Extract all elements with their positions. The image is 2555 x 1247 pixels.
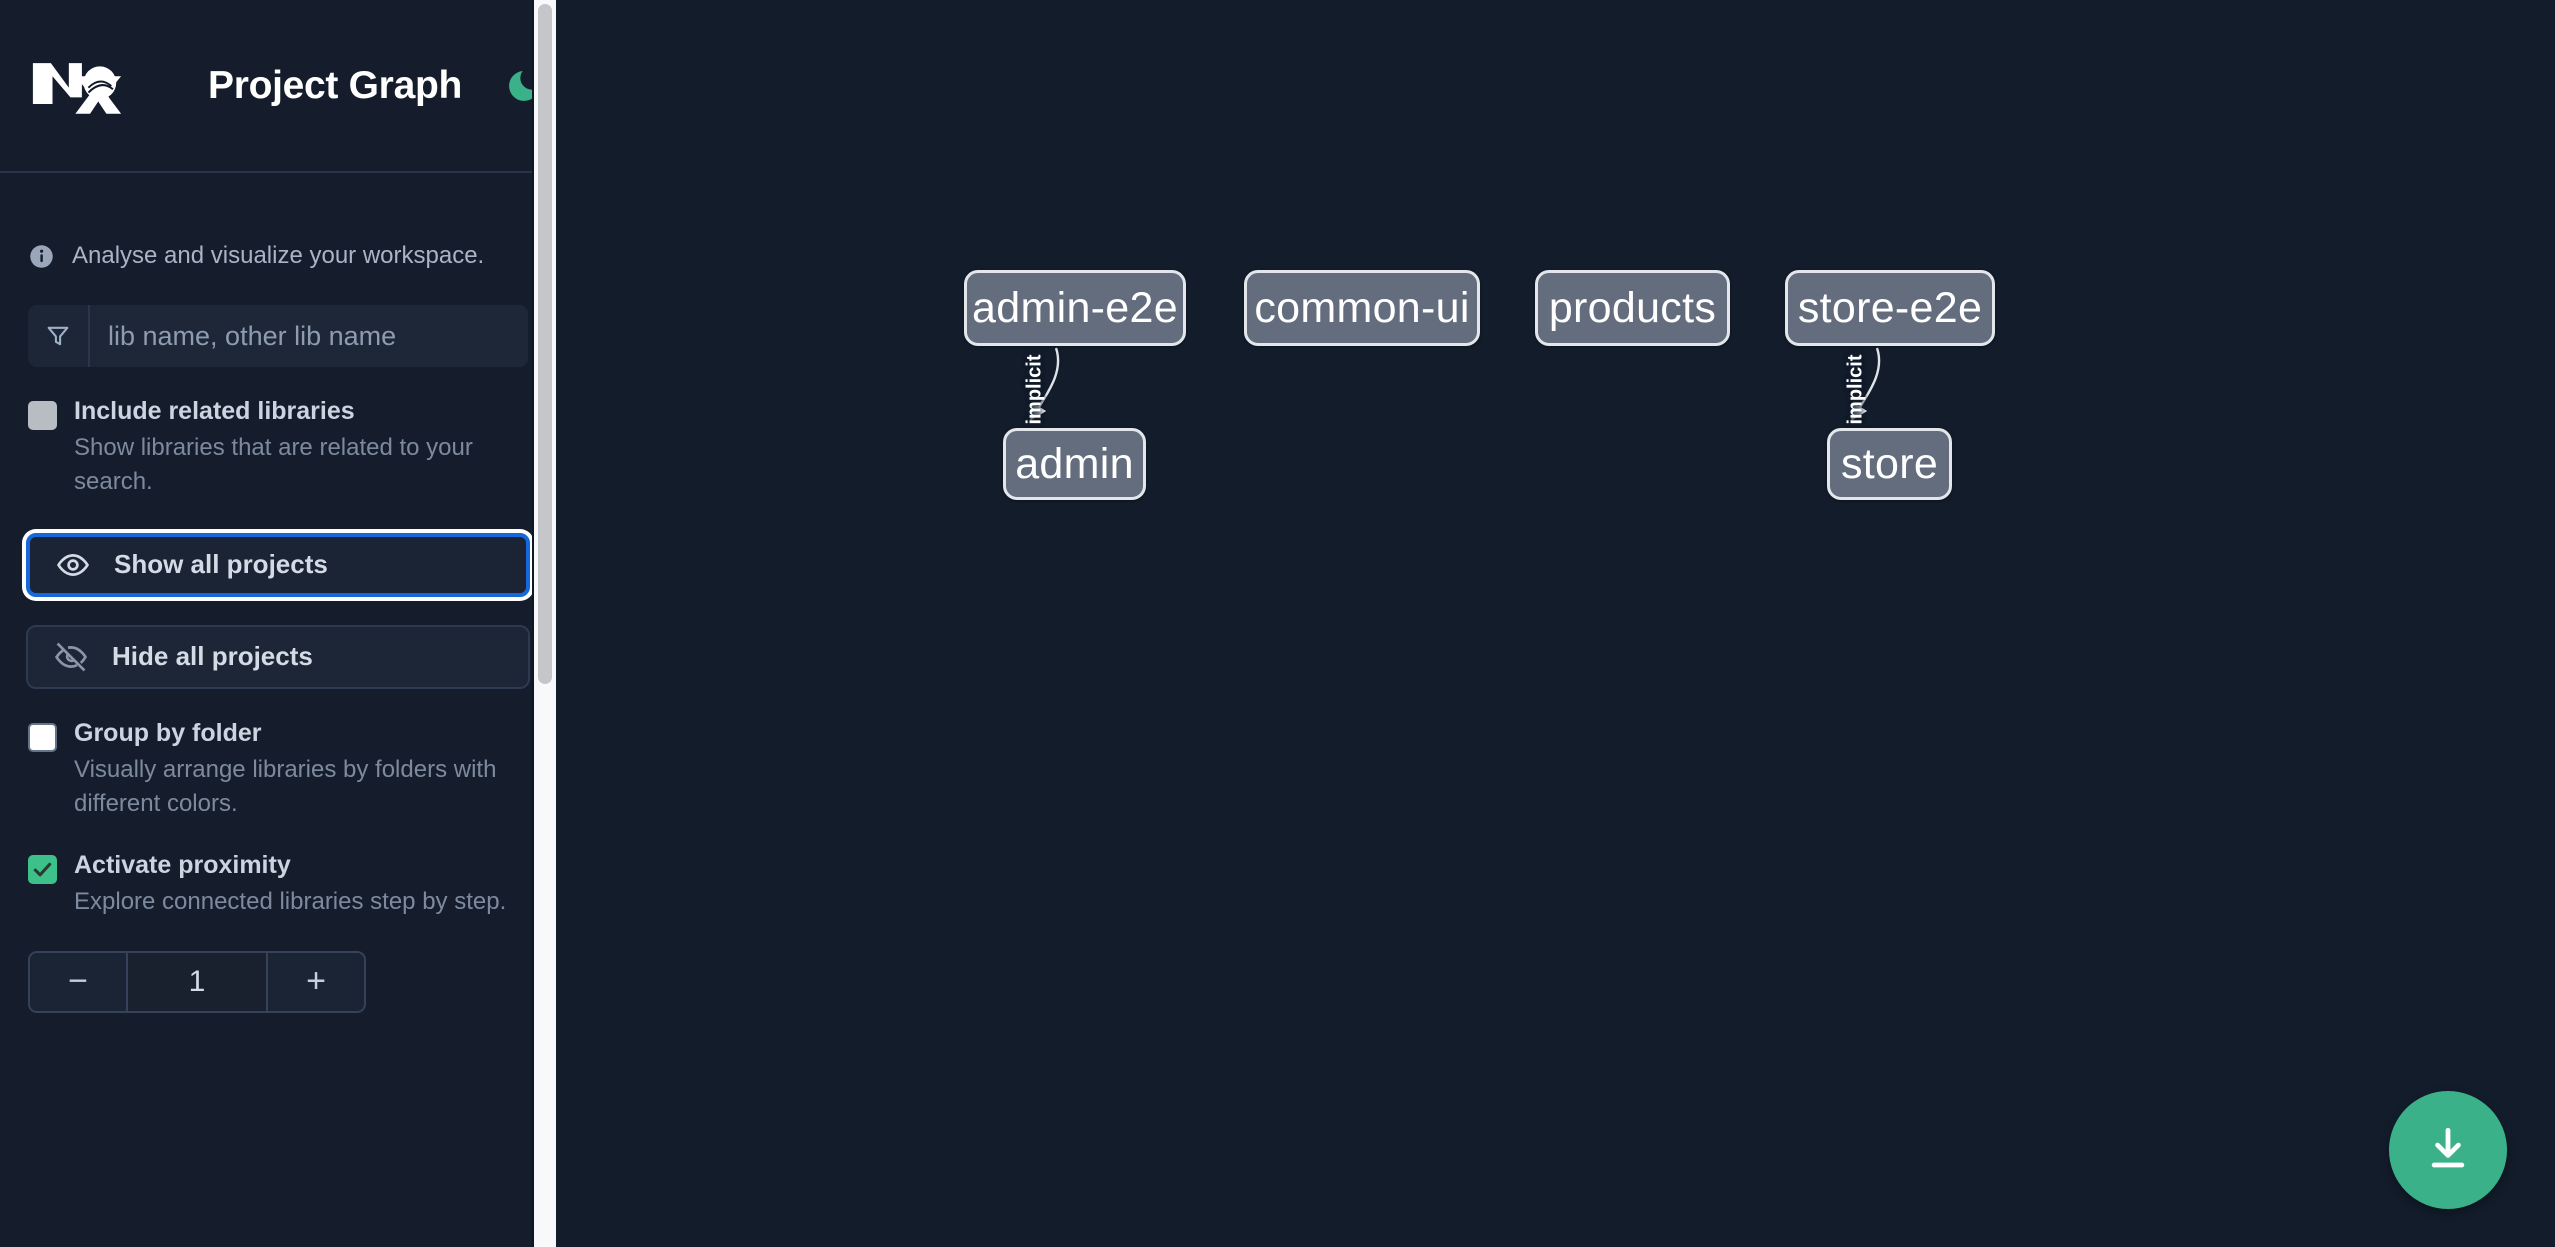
graph-node-products[interactable]: products (1535, 270, 1730, 346)
nx-logo (28, 55, 126, 117)
check-icon (33, 862, 52, 877)
moon-icon[interactable] (498, 60, 550, 112)
stepper-decrement-button[interactable]: − (30, 952, 128, 1011)
activate-proximity-checkbox[interactable] (28, 854, 57, 884)
edge-label-admin-implicit: implicit (1023, 354, 1046, 425)
group-by-folder-checkbox[interactable] (28, 722, 57, 752)
node-label: admin (1015, 439, 1134, 488)
node-label: store-e2e (1797, 283, 1983, 332)
option-title: Activate proximity (74, 850, 291, 879)
search-section (0, 305, 556, 367)
button-spacer (26, 597, 530, 625)
graph-node-admin[interactable]: admin (1003, 428, 1146, 500)
option-description: Explore connected libraries step by step… (74, 887, 507, 915)
option-description: Visually arrange libraries by folders wi… (74, 755, 497, 817)
option-title: Group by folder (74, 718, 262, 747)
info-icon (28, 243, 55, 270)
show-all-projects-button[interactable]: Show all projects (26, 532, 530, 597)
include-related-libraries-checkbox[interactable] (28, 401, 57, 430)
sidebar: Project Graph Analyse and visualize your… (0, 0, 556, 1247)
app-header: Project Graph (0, 0, 556, 173)
option-group-by-folder[interactable]: Group by folder Visually arrange librari… (0, 719, 556, 821)
page-title: Project Graph (208, 63, 462, 107)
option-include-related-libraries[interactable]: Include related libraries Show libraries… (0, 397, 556, 499)
download-graph-button[interactable] (2389, 1091, 2507, 1209)
proximity-stepper-wrap: − 1 + (0, 950, 556, 1013)
node-label: store (1840, 439, 1939, 488)
eye-icon (56, 548, 90, 582)
search-box (28, 305, 528, 367)
graph-node-common-ui[interactable]: common-ui (1244, 270, 1480, 346)
tagline: Analyse and visualize your workspace. (0, 173, 556, 285)
graph-node-admin-e2e[interactable]: admin-e2e (964, 270, 1186, 346)
graph-node-store[interactable]: store (1827, 428, 1952, 500)
hide-all-projects-button[interactable]: Hide all projects (26, 624, 530, 689)
proximity-stepper: − 1 + (28, 950, 366, 1013)
sidebar-divider (532, 0, 534, 1247)
show-all-projects-label: Show all projects (114, 549, 328, 580)
node-label: admin-e2e (972, 283, 1178, 332)
option-description: Show libraries that are related to your … (74, 433, 473, 495)
sidebar-scrollbar-track[interactable] (534, 0, 556, 1247)
eye-off-icon (54, 640, 88, 674)
download-icon (2422, 1123, 2474, 1178)
search-input[interactable] (90, 305, 528, 367)
stepper-value[interactable]: 1 (128, 952, 266, 1011)
hide-all-projects-label: Hide all projects (112, 641, 313, 672)
node-label: common-ui (1254, 283, 1470, 332)
graph-node-store-e2e[interactable]: store-e2e (1785, 270, 1995, 346)
edge-label-store-implicit: implicit (1844, 354, 1867, 425)
sidebar-scrollbar-thumb[interactable] (538, 4, 552, 684)
tagline-text: Analyse and visualize your workspace. (72, 242, 485, 269)
option-activate-proximity[interactable]: Activate proximity Explore connected lib… (0, 851, 556, 919)
filter-icon[interactable] (28, 305, 90, 367)
stepper-increment-button[interactable]: + (266, 952, 364, 1011)
visibility-buttons: Show all projects Hide all projects (0, 532, 556, 689)
graph-canvas[interactable]: admin-e2e common-ui products store-e2e a… (556, 0, 2555, 1247)
node-label: products (1548, 283, 1717, 332)
option-title: Include related libraries (74, 397, 355, 425)
graph-edges (1030, 347, 1881, 421)
